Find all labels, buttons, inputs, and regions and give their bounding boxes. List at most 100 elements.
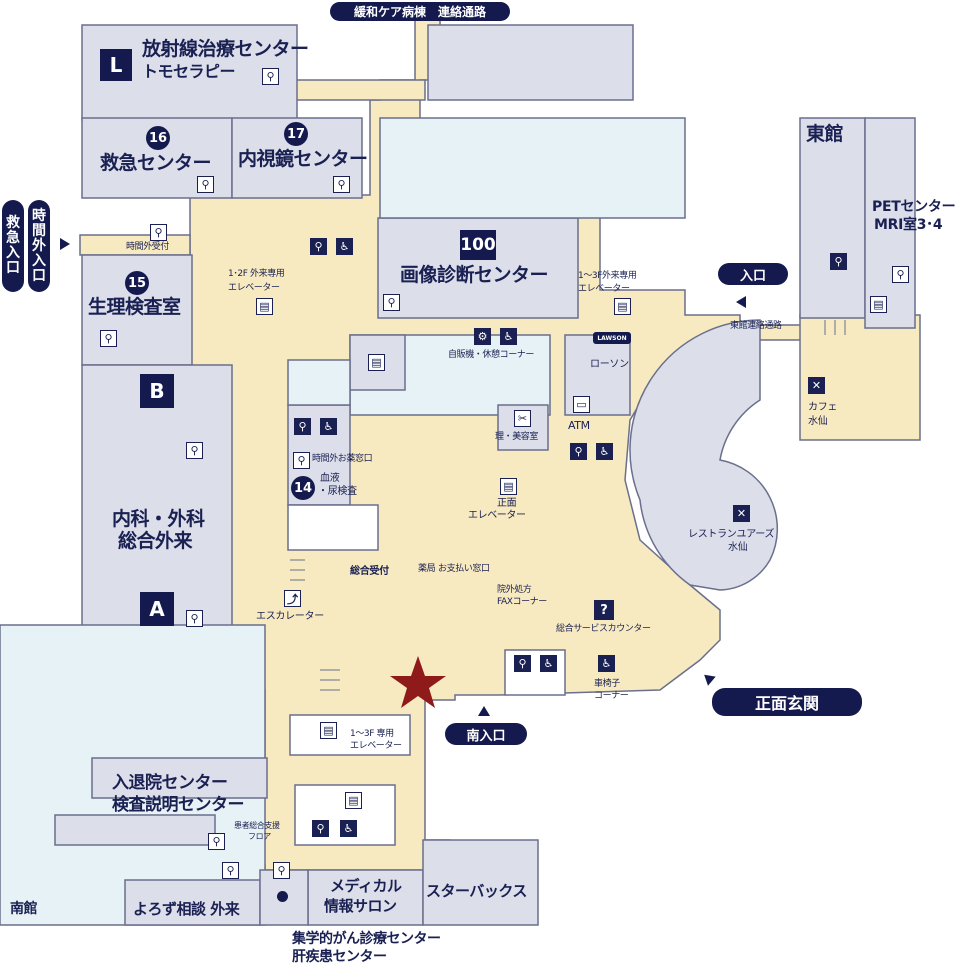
toilet-icon: ⚲: [312, 820, 329, 837]
consult-title: よろず相談 外来: [133, 900, 240, 918]
elevator-icon: ▤: [614, 298, 631, 315]
toilet-icon: ⚲: [197, 176, 214, 193]
pet-title-1: PETセンター: [872, 199, 956, 215]
toilet-icon: ⚲: [294, 418, 311, 435]
toilet-icon: ⚲: [514, 655, 531, 672]
badge-a: A: [140, 592, 174, 626]
elevator-south-label: 1～3F 専用: [350, 729, 394, 739]
starbucks-title: スターバックス: [426, 882, 527, 900]
elevator-13f-label: 1～3F外来専用: [578, 271, 637, 281]
medical-info-room: [307, 869, 424, 926]
east-building-title: 東館: [806, 123, 844, 145]
restaurant-label-2: 水仙: [728, 542, 748, 553]
cancer-title-2: 肝疾患センター: [292, 949, 387, 965]
patient-support-label-1: 患者総合支援: [234, 821, 280, 830]
badge-15: 15: [125, 271, 149, 295]
wheelchair-label-1: 車椅子: [594, 679, 620, 689]
toilet-icon: ⚲: [892, 266, 909, 283]
atm-label: ATM: [568, 419, 590, 432]
restaurant-label-1: レストランユアーズ: [688, 529, 775, 540]
starbucks-room: [422, 839, 539, 926]
elevator-12f-label: 1･2F 外来専用: [228, 269, 285, 279]
wheelchair-icon: ♿: [596, 443, 613, 460]
vending-label: 自販機・休憩コーナー: [448, 350, 535, 360]
question-icon: ?: [594, 600, 614, 620]
toilet-icon: ⚲: [208, 833, 225, 850]
barber-icon: ✂: [514, 410, 531, 427]
elevator-icon: ▤: [870, 296, 887, 313]
patient-support-label-2: フロア: [248, 832, 271, 841]
toilet-icon: ⚲: [150, 224, 167, 241]
payment-label: お支払い窓口: [438, 564, 490, 574]
lawson-logo: LAWSON: [593, 332, 631, 344]
admission-title-1: 入退院センター: [112, 773, 228, 793]
lobby-white: [287, 504, 379, 551]
badge-b: B: [140, 374, 174, 408]
imaging-title: 画像診断センター: [400, 264, 549, 286]
vending-icon: ⚙: [474, 328, 491, 345]
emergency-title: 救急センター: [100, 152, 212, 174]
toilet-icon: ⚲: [186, 610, 203, 627]
general-reception-label: 総合受付: [350, 566, 389, 577]
toilet-icon: ⚲: [222, 862, 239, 879]
barber-label: 理・美容室: [495, 432, 539, 442]
admission-title-2: 検査説明センター: [112, 795, 245, 815]
radiation-sub: トモセラピー: [142, 62, 236, 81]
south-building-title: 南館: [10, 901, 38, 917]
wheelchair-icon: ♿: [540, 655, 557, 672]
after-hours-entrance-label: 時間外入口: [28, 200, 50, 292]
emergency-entrance-label: 救急入口: [2, 200, 24, 292]
east-entrance-label: 入口: [718, 263, 788, 285]
consult-room: [124, 879, 261, 926]
atm-icon: ▭: [573, 396, 590, 413]
front-elevator-label-1: 正面: [497, 498, 517, 509]
after-hours-reception-label: 時間外受付: [126, 242, 170, 252]
outside-rx-label-2: FAXコーナー: [497, 597, 547, 607]
pharmacy-label: 薬局: [418, 564, 436, 574]
toilet-icon: ⚲: [310, 238, 327, 255]
light-blue-left: [287, 359, 351, 406]
arrow-left-icon: [736, 296, 746, 308]
wheelchair-icon: ♿: [500, 328, 517, 345]
arrow-right-icon: [60, 238, 70, 250]
outside-rx-label-1: 院外処方: [497, 585, 532, 595]
radiation-title: 放射線治療センター: [142, 38, 309, 60]
top-corridor: [294, 79, 426, 101]
main-entrance-label: 正面玄関: [712, 688, 862, 716]
toilet-icon: ⚲: [100, 330, 117, 347]
toilet-icon: ⚲: [333, 176, 350, 193]
stairs-marks: [290, 320, 846, 691]
toilet-icon: ⚲: [293, 452, 310, 469]
pet-room: [864, 117, 916, 329]
toilet-icon: ⚲: [262, 68, 279, 85]
escalator-label: エスカレーター: [256, 611, 324, 622]
medical-info-2: 情報サロン: [324, 897, 397, 915]
badge-17: 17: [284, 122, 308, 146]
south-entrance-label: 南入口: [445, 723, 527, 745]
restaurant-area: [629, 319, 779, 591]
physiology-title: 生理検査室: [88, 296, 181, 318]
south-rooms: [54, 814, 216, 846]
toilet-icon: ⚲: [186, 442, 203, 459]
medical-info-1: メディカル: [330, 877, 402, 895]
wheelchair-icon: ♿: [336, 238, 353, 255]
toilet-icon: ⚲: [273, 862, 290, 879]
elevator-icon: ▤: [320, 722, 337, 739]
lawson-label: ローソン: [590, 359, 629, 370]
blood-title-2: ・尿検査: [318, 486, 357, 497]
front-elevator-label-2: エレベーター: [468, 510, 526, 521]
restaurant-icon: ✕: [808, 377, 825, 394]
elevator-icon: ▤: [256, 298, 273, 315]
internal-title-1: 内科・外科: [112, 508, 205, 530]
elevator-12f-label-b: エレベーター: [228, 283, 280, 293]
east-passage-label: 東館連絡通路: [730, 321, 782, 331]
east-building: [799, 117, 866, 319]
admission-room: [91, 757, 268, 799]
toilet-icon: ⚲: [383, 294, 400, 311]
cafe-label-2: 水仙: [808, 416, 828, 427]
endoscopy-title: 内視鏡センター: [238, 148, 368, 170]
elevator-13f-label-b: エレベーター: [578, 284, 630, 294]
escalator-icon: ⤴: [284, 590, 301, 607]
wheelchair-label-2: コーナー: [594, 691, 629, 701]
